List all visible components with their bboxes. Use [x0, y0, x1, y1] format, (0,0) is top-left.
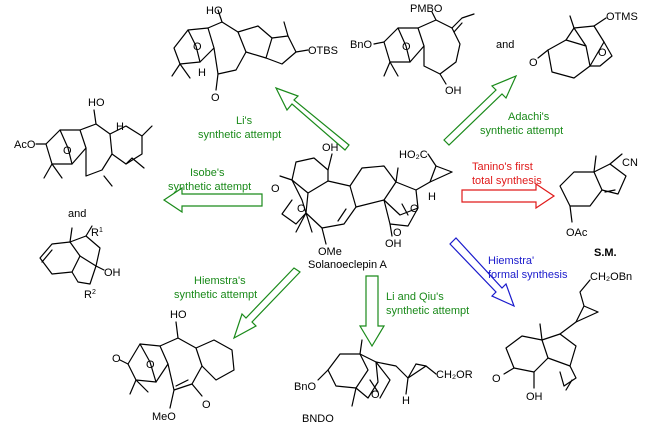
li-ether-label: O: [193, 41, 202, 53]
isobe2-r1-label: R1: [91, 227, 103, 239]
center-cage-o-label: O: [410, 203, 419, 215]
label-hiemstra-line1: Hiemstra's: [194, 275, 246, 287]
isobe2-r2-label: R2: [84, 289, 96, 301]
tanino-oac-label: OAc: [566, 227, 588, 239]
liqiu-structure: BnO BNDO O H CH₂OR: [294, 339, 473, 425]
label-isobe-line1: Isobe's: [190, 167, 225, 179]
arrow-hiemstra: [232, 267, 301, 340]
liqiu-h-label: H: [402, 395, 410, 407]
hiemstra2-hydroxyl-label: OH: [526, 391, 543, 403]
label-hiemstra-line2: synthetic attempt: [174, 289, 257, 301]
adachi2-otms-label: OTMS: [606, 11, 638, 23]
label-hiemstra-formal-line2: formal synthesis: [488, 269, 568, 281]
center-ome-label: OMe: [318, 246, 342, 258]
isobe-h-label: H: [116, 121, 124, 133]
hiemstra-structure: HO O O MeO O: [112, 309, 235, 423]
label-tanino-line2: total synthesis: [472, 175, 542, 187]
isobe-aco-label: AcO: [14, 139, 36, 151]
hiemstra-ketone-label: O: [112, 353, 121, 365]
hiemstra-hydroxyl-label: HO: [170, 309, 187, 321]
isobe2-hydroxyl-label: OH: [104, 267, 121, 279]
connector-and-top: and: [496, 39, 514, 51]
adachi2-ether-label: O: [598, 47, 607, 59]
liqiu-bno-label: BnO: [294, 381, 316, 393]
label-tanino-line1: Tanino's first: [472, 161, 533, 173]
arrow-isobe: [162, 186, 263, 214]
label-liqiu-line2: synthetic attempt: [386, 305, 469, 317]
hiemstra-meo-label: MeO: [152, 411, 176, 423]
arrow-adachi: [443, 74, 518, 146]
center-ketone-label: O: [271, 183, 280, 195]
li-structure: HO O H O OTBS: [171, 5, 338, 104]
isobe-second-structure: R1 OH R2: [39, 225, 121, 301]
li-otbs-label: OTBS: [308, 45, 338, 57]
arrow-li: [274, 86, 350, 151]
label-adachi-line1: Adachi's: [508, 111, 550, 123]
center-oh2-label: OH: [385, 238, 402, 250]
adachi-structure: PMBO BnO O OH: [350, 3, 475, 97]
li-h-label: H: [198, 67, 206, 79]
hiemstra-formal-structure: CH₂OBn O OH: [492, 271, 632, 403]
arrow-tanino: [461, 182, 556, 210]
liqiu-ketone-label: O: [371, 389, 380, 401]
adachi-bno-label: BnO: [350, 39, 372, 51]
li-hydroxyl-label: HO: [206, 5, 223, 17]
center-h-label: H: [428, 191, 436, 203]
label-adachi-line2: synthetic attempt: [480, 125, 563, 137]
center-compound-name: Solanoeclepin A: [308, 259, 388, 271]
adachi-pmbo-label: PMBO: [410, 3, 443, 15]
label-li-line2: synthetic attempt: [198, 129, 281, 141]
label-hiemstra-formal-line1: Hiemstra': [488, 255, 534, 267]
connector-and-left: and: [68, 208, 86, 220]
solanoeclepin-a-structure: HO₂C OH O O H OMe OH O O Solanoeclepin A: [271, 142, 453, 271]
arrow-hiemstra-formal: [449, 237, 516, 308]
adachi2-ketone-label: O: [529, 57, 538, 69]
tanino-starting-material: CN OAc S.M.: [559, 153, 638, 259]
hiemstra2-ch2obn-label: CH₂OBn: [590, 271, 632, 283]
adachi-ether-label: O: [402, 41, 411, 53]
center-hydroxyl-label: OH: [322, 142, 339, 154]
li-ketone-label: O: [211, 92, 220, 104]
liqiu-ch2or-label: CH₂OR: [436, 369, 473, 381]
hiemstra-ketone2-label: O: [202, 399, 211, 411]
liqiu-bndo-label: BNDO: [302, 413, 334, 425]
isobe-structure: AcO HO H O: [14, 97, 153, 187]
label-liqiu-line1: Li and Qiu's: [386, 291, 444, 303]
label-li-line1: Li's: [236, 115, 253, 127]
center-acid-label: HO₂C: [399, 149, 428, 161]
isobe-hydroxyl-label: HO: [88, 97, 105, 109]
arrow-liqiu: [358, 275, 386, 348]
isobe-ether-label: O: [63, 145, 72, 157]
tanino-cn-label: CN: [622, 157, 638, 169]
hiemstra-ether-label: O: [146, 359, 155, 371]
hiemstra2-ketone-label: O: [492, 373, 501, 385]
adachi-second-structure: OTMS O O: [529, 11, 638, 79]
adachi-hydroxyl-label: OH: [445, 85, 462, 97]
center-ether-label: O: [297, 203, 306, 215]
starting-material-label: S.M.: [594, 247, 617, 259]
label-isobe-line2: synthetic attempt: [168, 181, 251, 193]
center-cage-o2-label: O: [393, 227, 402, 239]
